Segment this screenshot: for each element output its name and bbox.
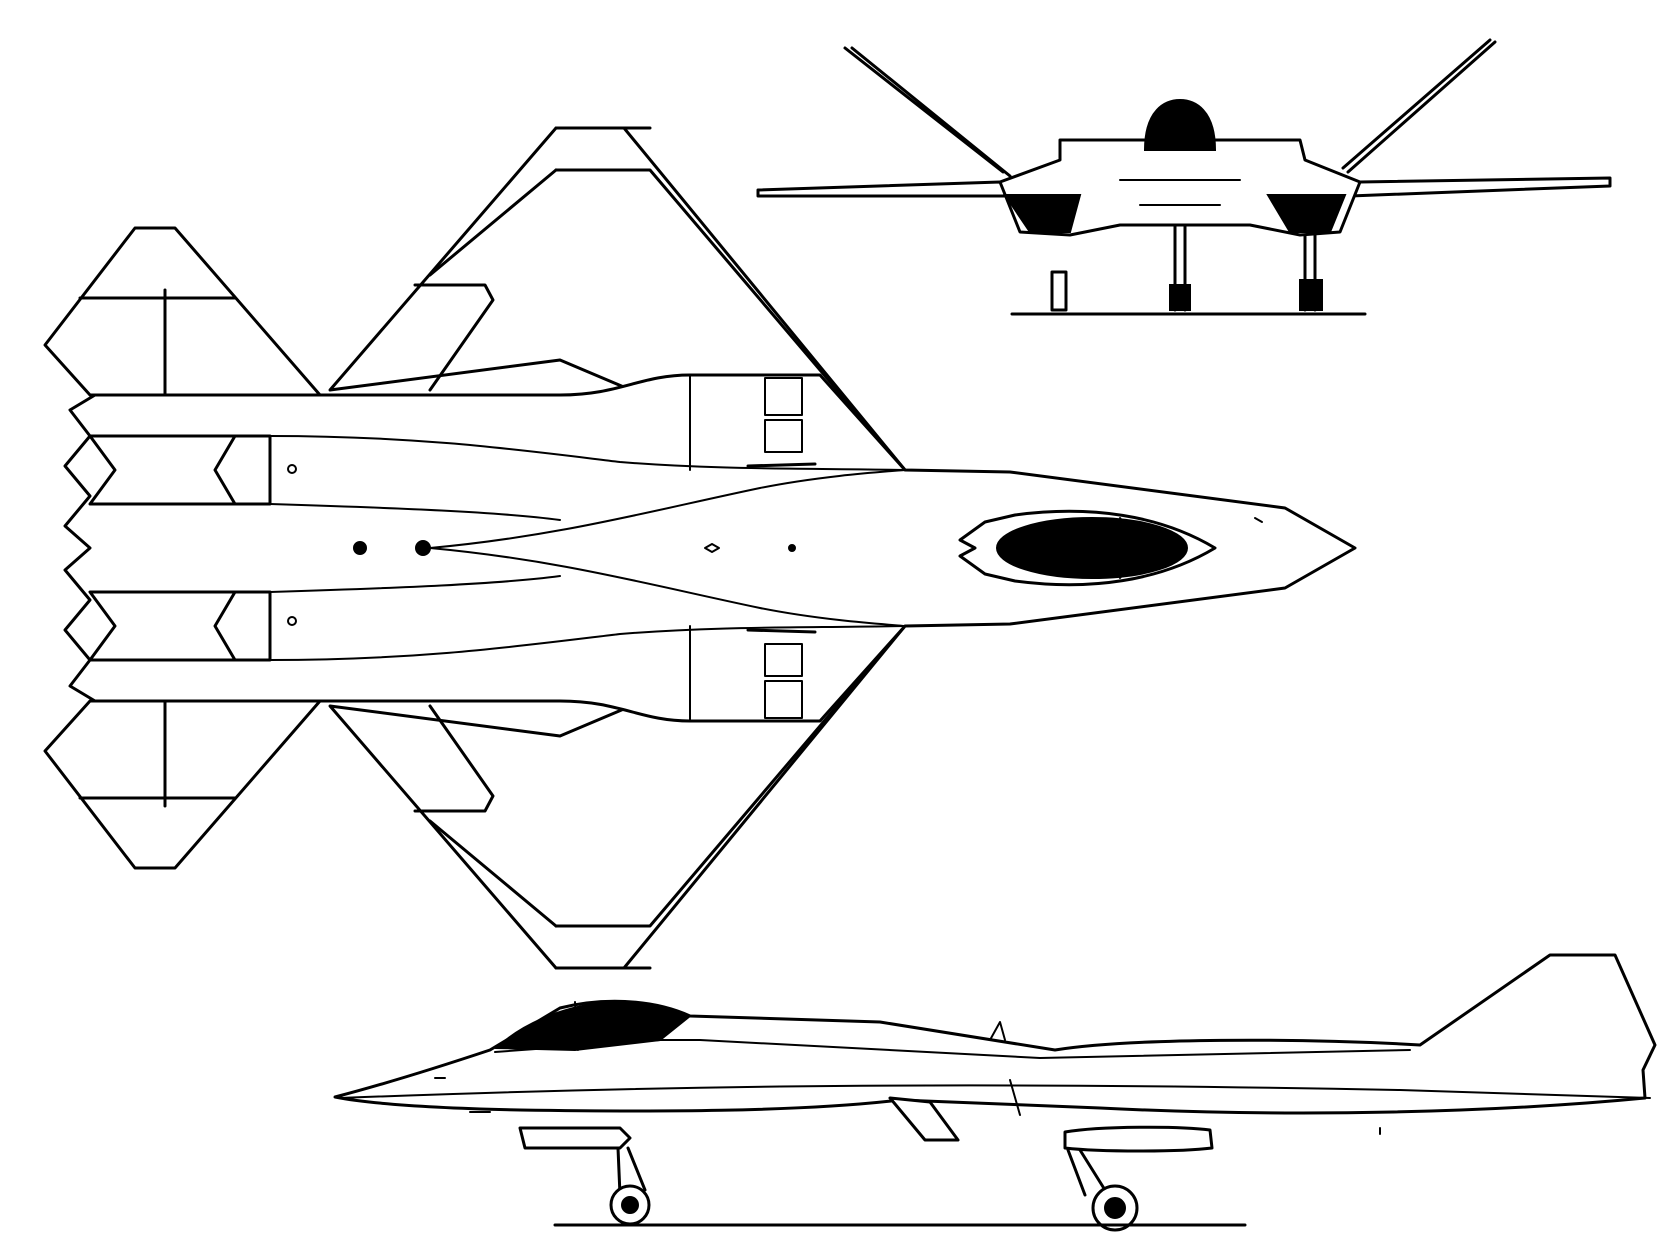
front-left-tail <box>843 46 1012 178</box>
side-view <box>333 953 1657 1232</box>
side-landing-gear <box>609 1146 1139 1232</box>
canopy-top <box>958 509 1217 587</box>
side-fuselage <box>333 953 1657 1115</box>
front-canopy <box>1143 98 1217 151</box>
front-landing-gear <box>1050 223 1323 312</box>
intake-doors <box>764 377 803 719</box>
upper-tail <box>43 226 322 397</box>
side-ventral-fin <box>888 1096 960 1142</box>
front-view <box>756 38 1612 316</box>
side-canopy <box>494 1001 692 1052</box>
lower-tail <box>43 699 322 870</box>
front-right-tail <box>1341 38 1497 174</box>
engine-nozzles <box>88 434 272 662</box>
top-view <box>43 126 1357 970</box>
